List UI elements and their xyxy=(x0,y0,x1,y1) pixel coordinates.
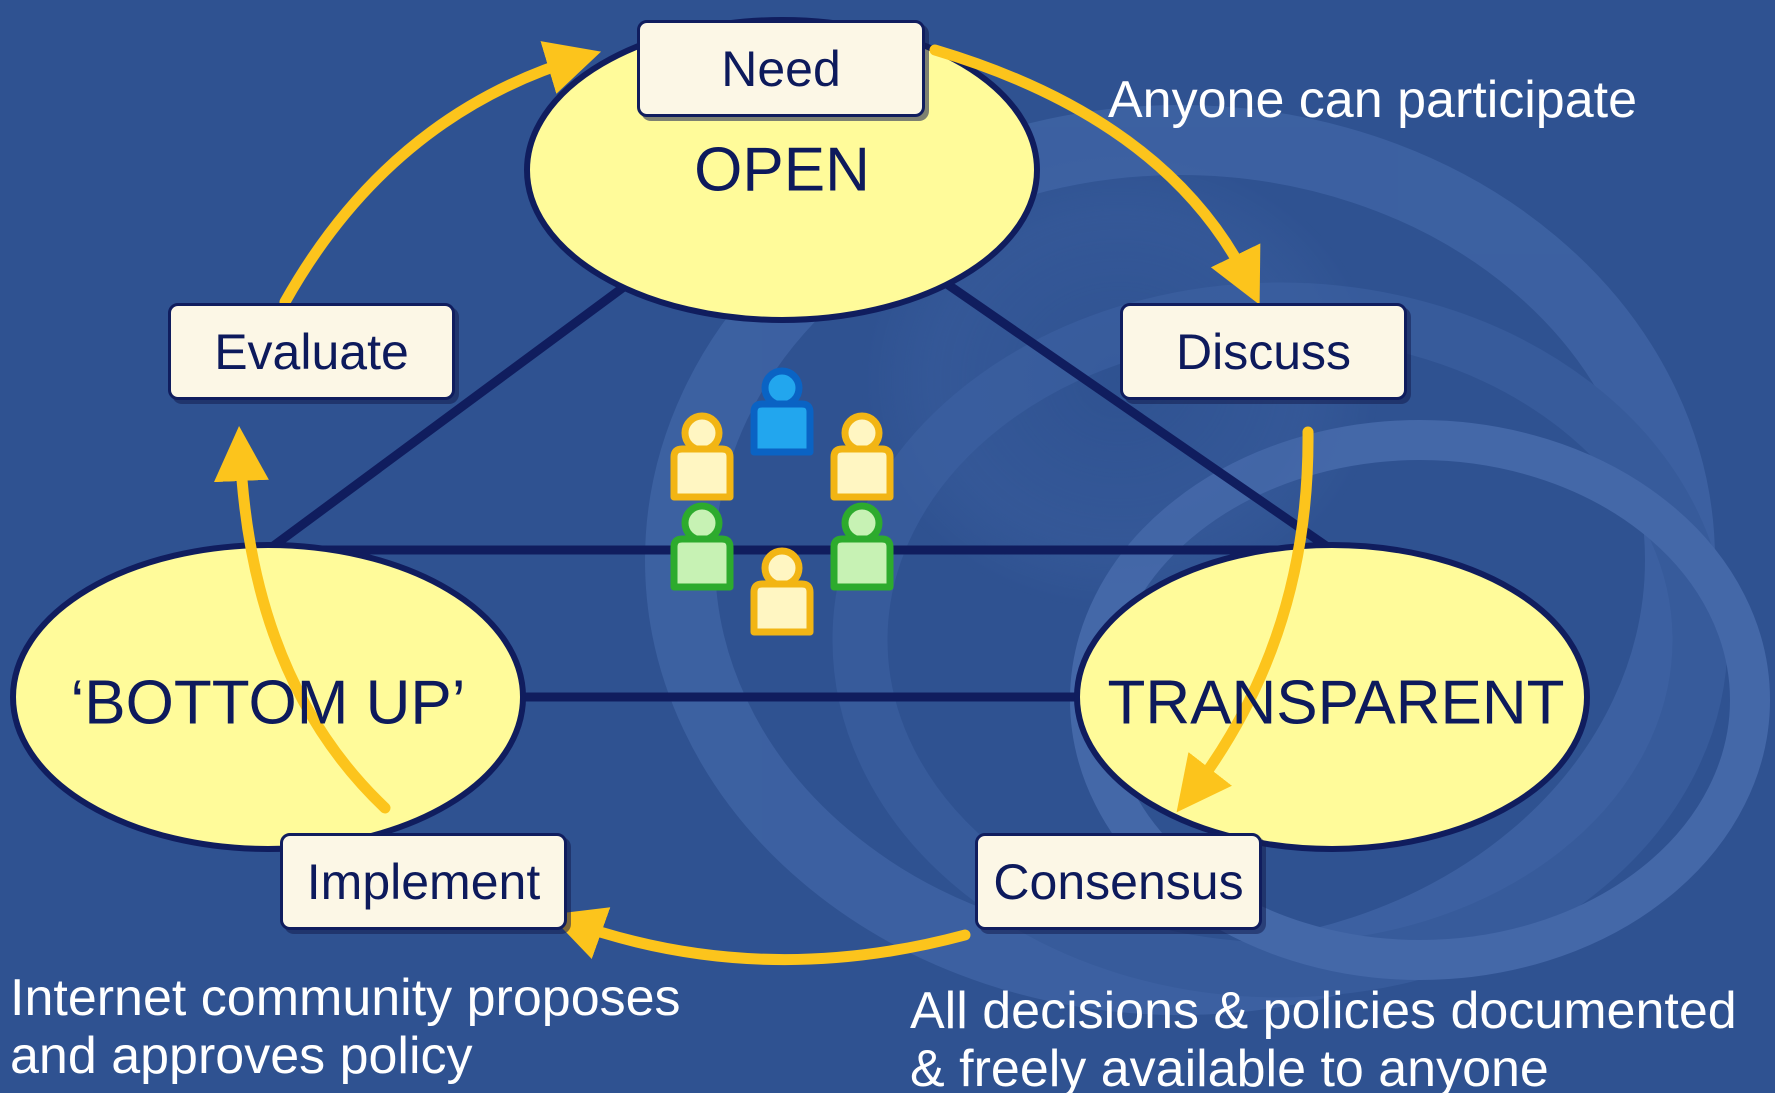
oval-label-transparent: TRANSPARENT xyxy=(1107,668,1565,738)
step-box-discuss: Discuss xyxy=(1120,303,1407,400)
oval-label-bottom-up: ‘BOTTOM UP’ xyxy=(70,668,466,738)
step-label-implement: Implement xyxy=(306,853,541,910)
cycle-arrows xyxy=(213,41,1314,966)
triangle-connector xyxy=(254,164,1347,555)
oval-bottom-up xyxy=(10,542,526,852)
step-label-need: Need xyxy=(721,40,841,97)
step-box-consensus: Consensus xyxy=(975,833,1262,930)
caption-transparent-line2: & freely available to anyone xyxy=(910,1040,1549,1093)
step-box-implement: Implement xyxy=(280,833,567,930)
step-label-evaluate: Evaluate xyxy=(214,323,409,380)
arrow-need-to-discuss xyxy=(929,44,1261,305)
arrow-evaluate-to-need xyxy=(279,41,602,308)
oval-label-open: OPEN xyxy=(694,135,870,205)
step-label-consensus: Consensus xyxy=(993,853,1244,910)
caption-bottom-up-line2: and approves policy xyxy=(10,1027,473,1085)
arrow-implement-to-evaluate xyxy=(213,426,391,814)
caption-open: Anyone can participate xyxy=(1108,71,1638,129)
caption-bottom-up-line1: Internet community proposes xyxy=(10,969,681,1027)
arrow-consensus-to-implement xyxy=(549,907,971,966)
step-box-need: Need xyxy=(637,20,925,117)
step-box-evaluate: Evaluate xyxy=(168,303,455,400)
step-label-discuss: Discuss xyxy=(1175,323,1352,380)
arrow-discuss-to-consensus xyxy=(1176,426,1314,813)
caption-transparent-line1: All decisions & policies documented xyxy=(910,982,1737,1040)
